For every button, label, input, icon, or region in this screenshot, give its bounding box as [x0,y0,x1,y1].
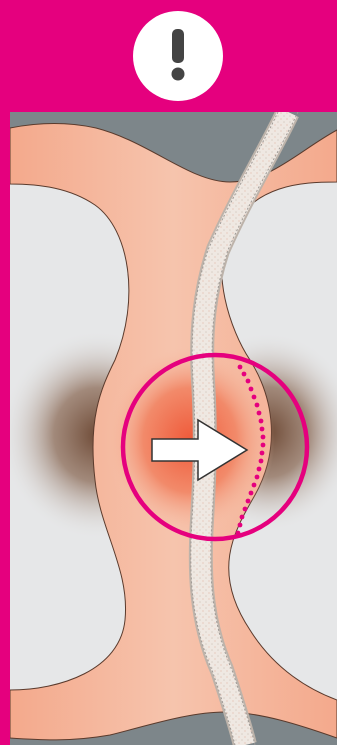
left-frame-bar [0,112,10,745]
exclamation-icon [133,11,223,101]
